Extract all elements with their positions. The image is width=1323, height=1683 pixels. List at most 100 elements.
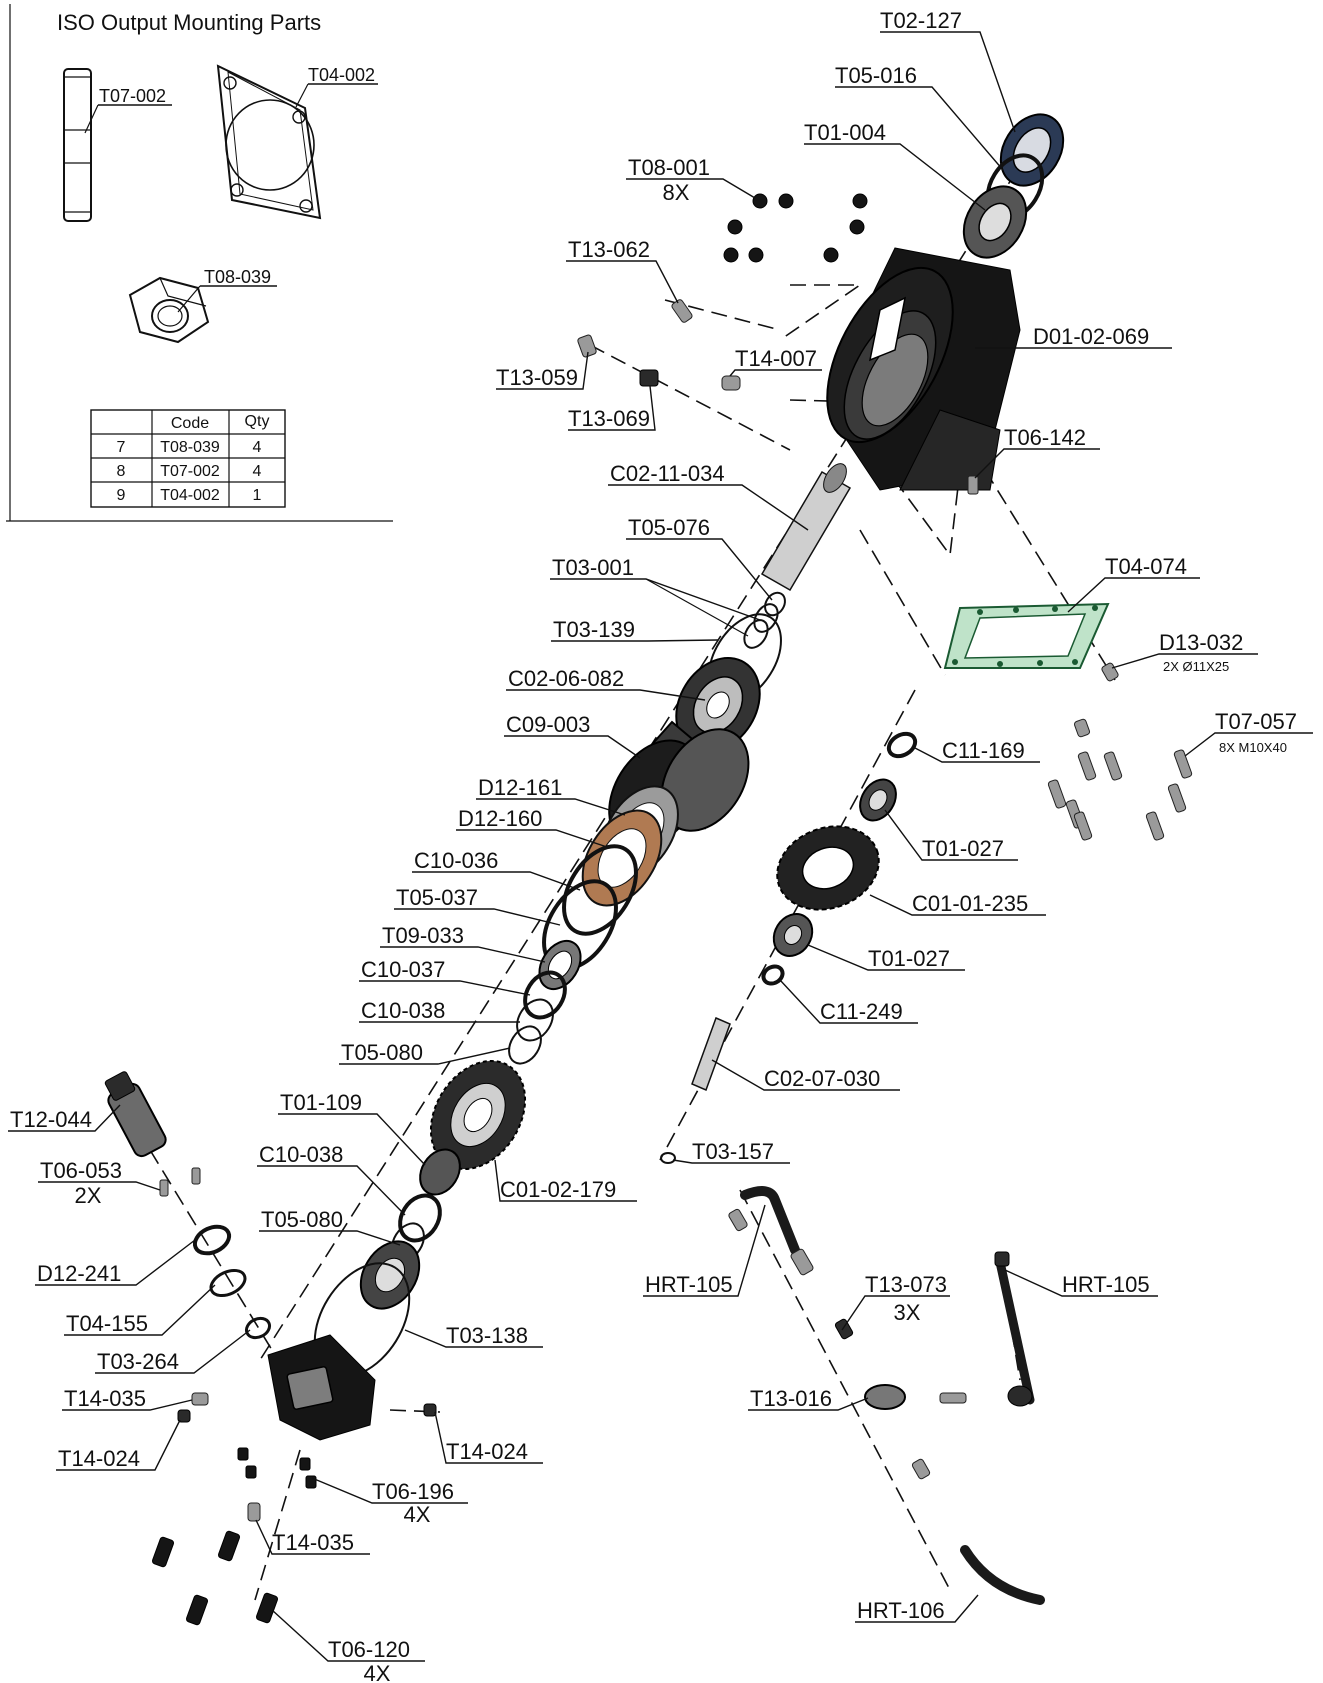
callout-t07-057: T07-057 8X M10X40: [1184, 709, 1313, 757]
callout-code: D13-032: [1159, 630, 1243, 655]
table-cell: 4: [253, 439, 262, 456]
callout-d12-241: D12-241: [35, 1239, 196, 1286]
callout-code: C02-06-082: [508, 666, 624, 691]
table-header-qty: Qty: [245, 413, 270, 430]
callout-code: T05-076: [628, 515, 710, 540]
callout-code: C10-038: [259, 1142, 343, 1167]
gasket-label: T04-002: [308, 65, 375, 85]
callout-t13-016: T13-016: [748, 1386, 869, 1411]
callout-t14-007: T14-007: [729, 346, 822, 377]
callout-code: C10-036: [414, 848, 498, 873]
callout-spec: 8X M10X40: [1219, 740, 1287, 755]
callout-code: T04-074: [1105, 554, 1187, 579]
callout-code: T13-062: [568, 237, 650, 262]
callout-code: C10-037: [361, 957, 445, 982]
callout-t01-027-upper: T01-027: [884, 809, 1018, 861]
callout-qty: 8X: [663, 180, 690, 205]
callout-t08-001: T08-001 8X: [626, 155, 756, 205]
callout-code: D12-161: [478, 775, 562, 800]
assembly-parts: [104, 113, 1193, 1626]
table-cell: T08-039: [160, 439, 220, 456]
table-cell: T04-002: [160, 487, 220, 504]
callout-code: T05-080: [261, 1207, 343, 1232]
table-cell: 4: [253, 463, 262, 480]
callout-qty: 4X: [404, 1502, 431, 1527]
callout-code: HRT-106: [857, 1598, 945, 1623]
callout-code: T06-196: [372, 1479, 454, 1504]
callout-d12-161: D12-161: [476, 775, 626, 816]
callout-code: T13-073: [865, 1272, 947, 1297]
callout-c02-06-082: C02-06-082: [506, 666, 706, 701]
callout-code: T03-001: [552, 555, 634, 580]
callout-t14-024-right: T14-024: [434, 1411, 543, 1464]
table-cell: T07-002: [160, 463, 220, 480]
callout-t03-001: T03-001: [550, 555, 761, 637]
nut-part: T08-039: [128, 267, 277, 344]
callout-d01-02-069: D01-02-069: [975, 324, 1172, 349]
callout-code: C01-02-179: [500, 1177, 616, 1202]
table-cell: 1: [253, 487, 262, 504]
callout-c10-038-lower: C10-038: [257, 1142, 406, 1216]
nut-label: T08-039: [204, 267, 271, 287]
callout-code: T01-027: [868, 946, 950, 971]
callout-t13-069: T13-069: [568, 385, 656, 431]
callout-code: T14-024: [446, 1439, 528, 1464]
callout-t05-080-upper: T05-080: [339, 1040, 511, 1065]
callout-t06-196: T06-196 4X: [311, 1477, 468, 1527]
callout-code: C11-249: [820, 999, 903, 1024]
callout-c11-249: C11-249: [779, 979, 918, 1024]
table-header-code: Code: [171, 415, 209, 432]
callout-t09-033: T09-033: [380, 923, 546, 963]
callout-t05-080-lower: T05-080: [259, 1207, 401, 1246]
callout-code: T14-035: [272, 1530, 354, 1555]
callout-code: T13-016: [750, 1386, 832, 1411]
callout-t04-074: T04-074: [1067, 554, 1200, 613]
callout-code: T01-109: [280, 1090, 362, 1115]
callout-c02-11-034: C02-11-034: [608, 461, 809, 531]
callout-t14-035-lower: T14-035: [255, 1519, 370, 1555]
callout-code: T01-027: [922, 836, 1004, 861]
inset-title: ISO Output Mounting Parts: [57, 10, 321, 35]
callout-t06-120: T06-120 4X: [271, 1609, 425, 1683]
callout-qty: 3X: [894, 1300, 921, 1325]
callouts: T02-127 T05-016 T01-004 T08-001 8X T13-0…: [8, 8, 1313, 1683]
callout-t06-053: T06-053 2X: [38, 1158, 161, 1208]
callout-c10-036: C10-036: [412, 848, 581, 891]
callout-spec: 2X Ø11X25: [1163, 659, 1229, 674]
callout-code: T06-053: [40, 1158, 122, 1183]
callout-c11-169: C11-169: [914, 738, 1040, 763]
callout-t13-059: T13-059: [496, 351, 589, 390]
callout-code: T12-044: [10, 1107, 92, 1132]
callout-c10-038-upper: C10-038: [359, 998, 520, 1023]
callout-code: T05-016: [835, 63, 917, 88]
callout-c02-07-030: C02-07-030: [711, 1059, 900, 1091]
callout-code: T06-142: [1004, 425, 1086, 450]
callout-t13-062: T13-062: [566, 237, 679, 304]
callout-code: D12-160: [458, 806, 542, 831]
callout-code: T03-138: [446, 1323, 528, 1348]
callout-t02-127: T02-127: [880, 8, 1016, 133]
callout-code: T08-001: [628, 155, 710, 180]
callout-t12-044: T12-044: [8, 1104, 121, 1132]
callout-hrt-106: HRT-106: [855, 1594, 979, 1623]
callout-code: T05-080: [341, 1040, 423, 1065]
table-cell: 8: [117, 463, 126, 480]
callout-t06-142: T06-142: [974, 425, 1100, 479]
callout-code: T03-139: [553, 617, 635, 642]
callout-c01-01-235: C01-01-235: [869, 891, 1046, 916]
callout-c10-037: C10-037: [359, 957, 531, 996]
callout-t03-157: T03-157: [672, 1139, 790, 1164]
callout-c09-003: C09-003: [504, 712, 641, 759]
callout-code: T05-037: [396, 885, 478, 910]
callout-code: C02-11-034: [610, 461, 725, 486]
callout-code: T01-004: [804, 120, 886, 145]
callout-t01-027-lower: T01-027: [807, 944, 965, 971]
callout-code: HRT-105: [645, 1272, 733, 1297]
callout-t03-139: T03-139: [551, 617, 719, 642]
callout-hrt-105-right: HRT-105: [1004, 1269, 1158, 1297]
callout-code: C11-169: [942, 738, 1025, 763]
callout-t05-037: T05-037: [394, 885, 561, 926]
table-cell: 9: [117, 487, 126, 504]
callout-code: D12-241: [37, 1261, 121, 1286]
